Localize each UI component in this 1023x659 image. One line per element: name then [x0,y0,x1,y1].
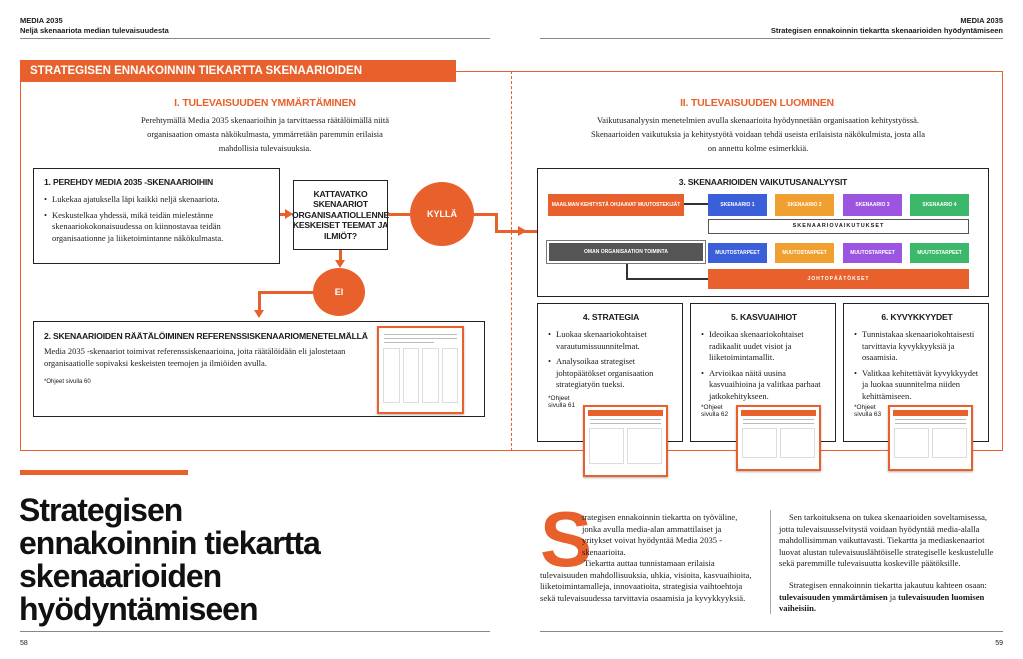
arrow-line [258,291,261,312]
column-divider [770,510,771,614]
header-rule-left [20,38,490,39]
step5-thumbnail [736,405,821,471]
question-box: KATTAVATKO SKENAARIOT ORGANISAATIOLLENNE… [292,180,389,250]
arrow-line [388,213,410,216]
arrow-head [285,209,293,219]
body-col2-p1: Sen tarkoituksena on tukea skenaarioiden… [779,512,994,568]
connector-line [626,264,628,279]
step6-item: Valitkaa kehitettävät kyvykkyydet ja luo… [854,368,980,403]
scenario-4-box: SKENAARIO 4 [910,194,969,216]
step4-thumbnail [583,405,668,477]
page-headline: Strategisen ennakoinnin tiekartta skenaa… [19,492,321,627]
header-left-title: MEDIA 2035 [20,16,63,25]
yes-circle: KYLLÄ [410,182,474,246]
scenario-2-box: SKENAARIO 2 [775,194,834,216]
step4-note: *Ohjeet sivulla 61 [548,394,576,409]
step5-item: Arvioikaa näitä uusina kasvuaihioina ja … [701,368,827,403]
step6-note: *Ohjeet sivulla 63 [854,404,882,418]
connector-line [626,278,708,280]
arrow-line [258,291,314,294]
body-col2-bold: tulevaisuuden luomisen vaiheisiin. [779,591,985,614]
step1-item: Lukekaa ajatuksella läpi kaikki neljä sk… [44,194,271,206]
step5-note: *Ohjeet sivulla 62 [701,404,729,418]
needs-4-box: MUUTOSTARPEET [910,243,969,263]
arrow-line [519,230,537,233]
body-col2-text: ja [887,591,899,602]
arrow-head [335,260,345,268]
header-left: MEDIA 2035 Neljä skenaariota median tule… [20,16,169,36]
own-outline: OMAN ORGANISAATION TOIMINTA [546,240,706,264]
step4-item: Analysoikaa strategiset johtopäätökset o… [548,356,674,391]
step3-title: 3. SKENAARIOIDEN VAIKUTUSANALYYSIT [678,177,848,187]
step1-box: 1. PEREHDY MEDIA 2035 -SKENAARIOIHIN Luk… [33,168,280,264]
section2-title: II. TULEVAISUUDEN LUOMINEN [680,97,834,109]
arrow-line [495,230,519,233]
arrow-line [474,213,496,216]
step6-item: Tunnistakaa skenaariokohtaisesti tarvitt… [854,329,980,364]
needs-1-box: MUUTOSTARPEET [708,243,767,263]
step2-note: *Ohjeet sivulla 60 [44,379,91,385]
needs-2-box: MUUTOSTARPEET [775,243,834,263]
impacts-box: SKENAARIOVAIKUTUKSET [708,219,969,234]
section1-title: I. TULEVAISUUDEN YMMÄRTÄMINEN [174,97,356,109]
drivers-box: MAAILMAN KEHITYSTÄ OHJAAVAT MUUTOSTEKIJÄ… [548,194,684,216]
footer-rule-right [540,631,1003,632]
step4-title: 4. STRATEGIA [582,312,640,322]
footer-rule-left [20,631,490,632]
own-box: OMAN ORGANISAATION TOIMINTA [549,243,703,261]
header-right-subtitle: Strategisen ennakoinnin tiekartta skenaa… [770,26,1003,35]
header-rule-right [540,38,1003,39]
header-left-subtitle: Neljä skenaariota median tulevaisuudesta [20,26,169,35]
step6-title: 6. KYVYKKYYDET [881,312,953,322]
step2-thumbnail [377,326,464,414]
body-col2-text: Strategisen ennakoinnin tiekartta jakaut… [789,580,987,590]
step6-thumbnail [888,405,973,471]
step2-title: 2. SKENAARIOIDEN RÄÄTÄLÖIMINEN REFERENSS… [44,331,368,341]
page-number-left: 58 [20,640,28,647]
roadmap-banner: STRATEGISEN ENNAKOINNIN TIEKARTTA SKENAA… [20,60,456,99]
step5-item: Ideoikaa skenaariokohtaiset radikaalit u… [701,329,827,364]
step2-text: Media 2035 -skenaariot toimivat referens… [44,346,346,368]
body-col1-p1: trategisen ennakoinnin tiekartta on työv… [582,512,738,557]
body-col1-p2: Tiekartta auttaa tunnistamaan erilaisia … [540,558,752,603]
no-circle: EI [313,268,365,316]
step5-title: 5. KASVUAIHIOT [731,312,797,322]
header-right-title: MEDIA 2035 [960,16,1003,25]
arrow-line [495,213,498,233]
body-col2-bold: tulevaisuuden ymmärtämisen [779,591,888,602]
scenario-3-box: SKENAARIO 3 [843,194,902,216]
section-divider [511,71,512,451]
conclusions-box: JOHTOPÄÄTÖKSET [708,269,969,289]
arrow-line [280,213,286,216]
needs-3-box: MUUTOSTARPEET [843,243,902,263]
section2-text: Vaikutusanalyysin menetelmien avulla ske… [590,115,925,153]
page-number-right: 59 [995,640,1003,647]
body-col2-p2: Strategisen ennakoinnin tiekartta jakaut… [779,580,1003,615]
header-right: MEDIA 2035 Strategisen ennakoinnin tieka… [771,16,1003,36]
arrow-line [339,250,342,262]
section1-text: Perehtymällä Media 2035 skenaarioihin ja… [140,115,390,153]
headline-accent-bar [20,470,188,475]
scenario-1-box: SKENAARIO 1 [708,194,767,216]
connector-line [684,203,708,205]
dropcap: S [540,495,593,583]
step4-item: Luokaa skenaariokohtaiset varautumissuun… [548,329,674,352]
step1-title: 1. PEREHDY MEDIA 2035 -SKENAARIOIHIN [44,177,214,187]
step1-item: Keskustelkaa yhdessä, mikä teidän mieles… [44,210,271,245]
dropcap-letter: S [540,495,593,583]
arrow-head [254,310,264,318]
